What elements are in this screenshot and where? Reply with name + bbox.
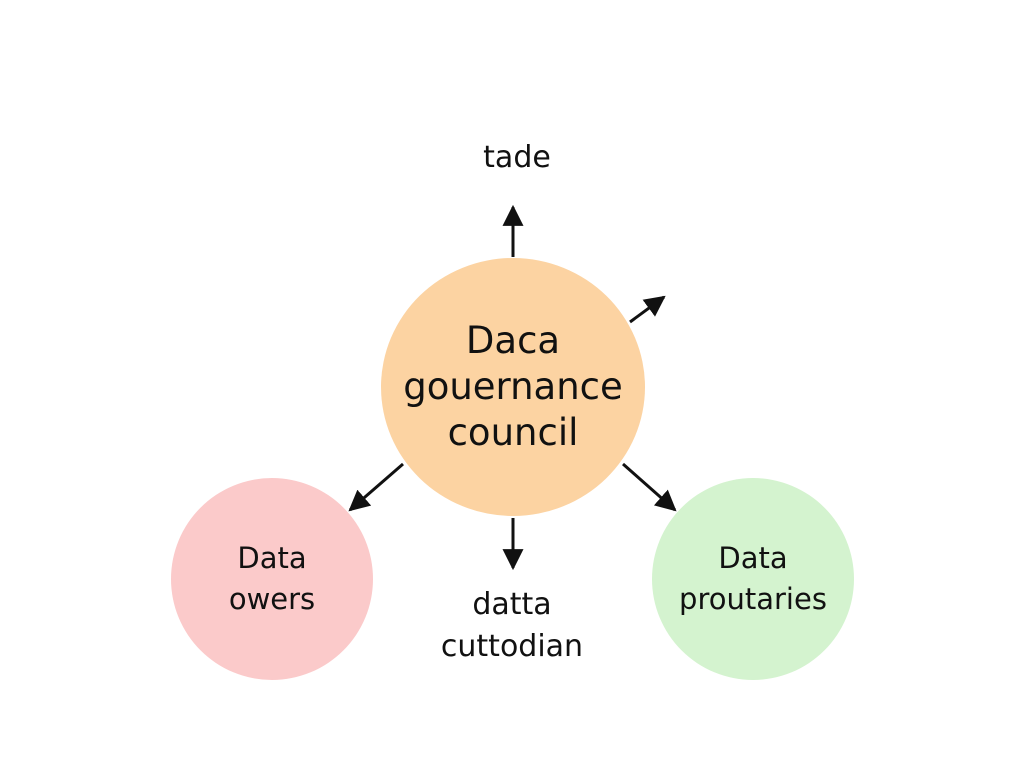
center-node-line-1: Daca	[465, 319, 561, 362]
left-node-line-1: Data	[237, 541, 307, 575]
center-node-line-3: council	[447, 411, 579, 454]
data-proprietaries-node: Data proutaries	[652, 478, 854, 680]
right-node-line-2: proutaries	[679, 582, 827, 616]
data-custodian-label: datta cuttodian	[412, 584, 612, 668]
top-label: tade	[437, 138, 597, 178]
left-node-line-2: owers	[228, 582, 316, 616]
governance-council-node: Daca gouernance council	[381, 258, 645, 516]
right-node-line-1: Data	[718, 541, 788, 575]
arrow-to-left-node	[348, 462, 404, 512]
data-owners-node: Data owers	[171, 478, 373, 680]
bottom-label-line-1: datta	[472, 587, 552, 622]
center-node-line-2: gouernance	[403, 365, 623, 408]
arrow-to-right-node	[622, 462, 677, 512]
arrow-to-upper-right	[629, 295, 666, 324]
bottom-label-line-2: cuttodian	[440, 629, 584, 664]
top-label-text: tade	[483, 140, 551, 175]
